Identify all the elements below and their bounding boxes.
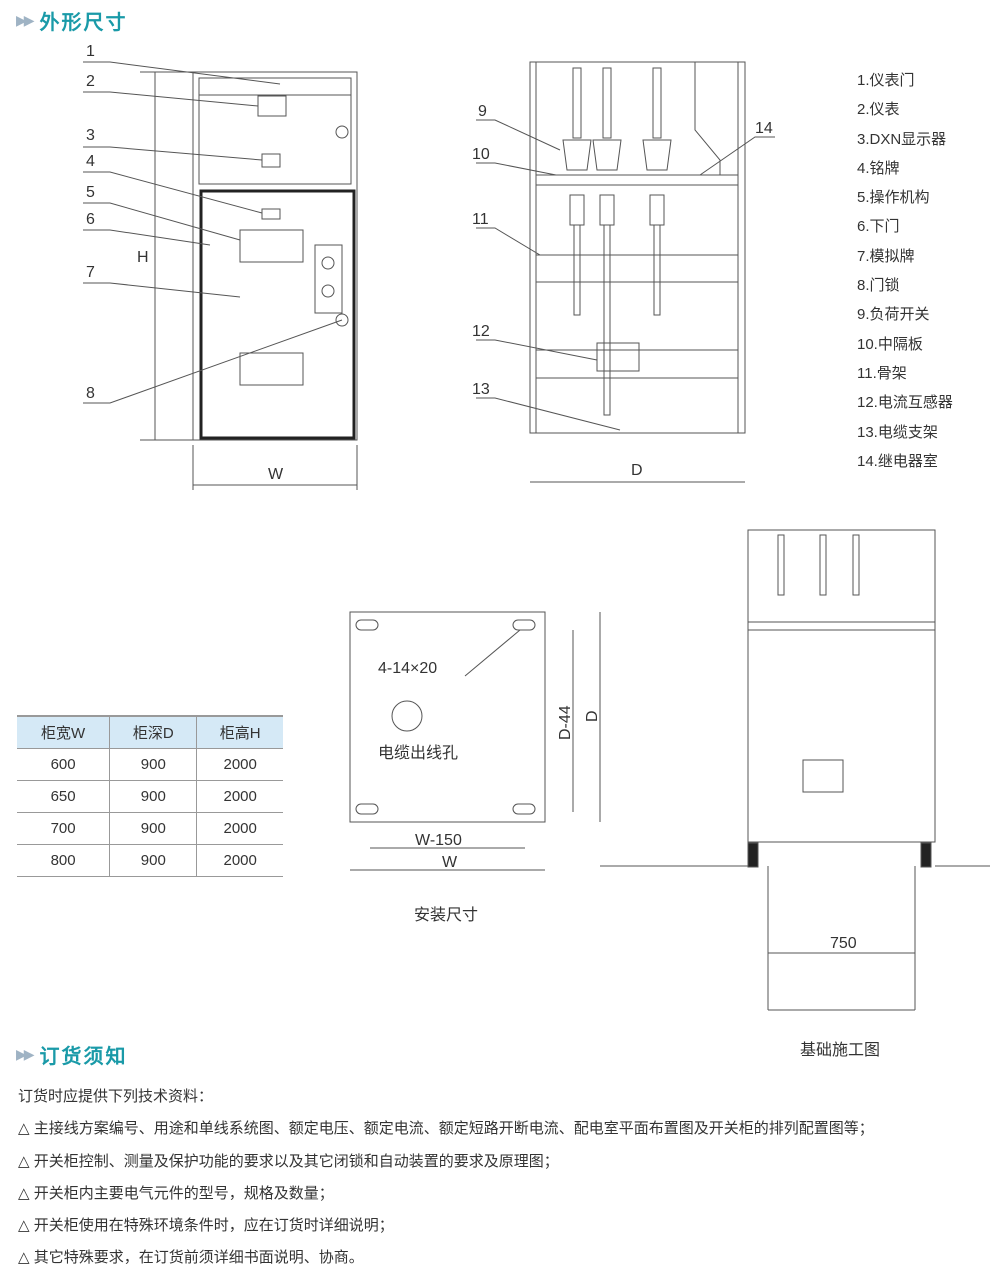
section-title: 外形尺寸 [39, 12, 128, 34]
section-heading-ordering: ▶▶ 订货须知 [16, 1040, 128, 1069]
note-line: 订货时应提供下列技术资料： [18, 1088, 214, 1105]
note-line: △ 其它特殊要求，在订货前须详细书面说明、协商。 [18, 1249, 364, 1267]
legend-item: 4.铭牌 [857, 159, 900, 177]
hole-spec: 4-14×20 [378, 660, 437, 677]
legend-item: 9.负荷开关 [857, 306, 930, 324]
technical-drawings: 1 2 3 4 5 6 7 8 H W 9 10 11 12 13 14 D 4… [83, 43, 990, 1011]
dim-d-mount: D [584, 710, 601, 722]
callout-6: 6 [86, 211, 95, 228]
cell: 900 [109, 844, 197, 877]
cell: 700 [17, 812, 110, 845]
col-header: 柜宽W [17, 715, 110, 749]
callout-14: 14 [755, 120, 773, 137]
cell: 2000 [196, 748, 283, 781]
note-line: △ 开关柜使用在特殊环境条件时，应在订货时详细说明； [18, 1217, 394, 1235]
callout-3: 3 [86, 127, 95, 144]
cell: 600 [17, 748, 110, 781]
callout-8: 8 [86, 385, 95, 402]
legend-item: 7.模拟牌 [857, 247, 915, 265]
note-line: △ 主接线方案编号、用途和单线系统图、额定电压、额定电流、额定短路开断电流、配电… [18, 1120, 874, 1138]
front-view-drawing [83, 61, 358, 490]
callout-7: 7 [86, 264, 95, 281]
callout-11: 11 [472, 211, 489, 228]
legend-item: 13.电缆支架 [857, 423, 938, 441]
callout-12: 12 [472, 323, 490, 340]
callout-1: 1 [86, 43, 95, 60]
side-view-drawing [476, 61, 775, 483]
callout-4: 4 [86, 153, 95, 170]
cell: 650 [17, 780, 110, 813]
legend-item: 1.仪表门 [857, 72, 915, 89]
col-header: 柜深D [109, 715, 197, 749]
legend-item: 8.门锁 [857, 277, 900, 295]
callout-10: 10 [472, 146, 490, 163]
legend-item: 12.电流互感器 [857, 394, 953, 412]
dim-h: H [137, 249, 149, 266]
legend-item: 2.仪表 [857, 101, 900, 119]
cell: 2000 [196, 780, 283, 813]
double-arrow-icon: ▶▶ [16, 12, 34, 28]
cell: 900 [109, 780, 197, 813]
col-header: 柜高H [196, 715, 283, 749]
cell: 800 [17, 844, 110, 877]
mounting-caption: 安装尺寸 [414, 907, 479, 924]
double-arrow-icon: ▶▶ [16, 1046, 34, 1062]
callout-9: 9 [478, 103, 487, 120]
dim-d: D [631, 462, 643, 479]
note-line: △ 开关柜内主要电气元件的型号，规格及数量； [18, 1184, 334, 1202]
dim-w-150: W-150 [415, 832, 462, 849]
legend-item: 5.操作机构 [857, 189, 930, 207]
legend-item: 6.下门 [857, 218, 900, 236]
section-title: 订货须知 [39, 1046, 128, 1068]
legend-item: 11.骨架 [857, 364, 907, 382]
cell: 2000 [196, 812, 283, 845]
cable-hole-label: 电缆出线孔 [378, 744, 458, 762]
dim-w: W [268, 466, 284, 483]
callout-2: 2 [86, 73, 95, 90]
mounting-plan-drawing [349, 611, 601, 871]
legend-item: 10.中隔板 [857, 335, 923, 353]
callout-13: 13 [472, 381, 490, 398]
cell: 2000 [196, 844, 283, 877]
callout-5: 5 [86, 184, 95, 201]
component-legend: 1.仪表门 2.仪表 3.DXN显示器 4.铭牌 5.操作机构 6.下门 7.模… [857, 70, 953, 480]
dim-w-mount: W [442, 854, 458, 871]
legend-item: 3.DXN显示器 [857, 130, 947, 148]
note-line: △ 开关柜控制、测量及保护功能的要求以及其它闭锁和自动装置的要求及原理图； [18, 1152, 559, 1170]
ordering-notes: 订货时应提供下列技术资料： △ 主接线方案编号、用途和单线系统图、额定电压、额定… [18, 1085, 874, 1279]
cell: 900 [109, 748, 197, 781]
legend-item: 14.继电器室 [857, 452, 938, 470]
cell: 900 [109, 812, 197, 845]
foundation-caption: 基础施工图 [800, 1042, 881, 1059]
dim-d-44: D-44 [557, 705, 574, 740]
foundation-drawing [600, 529, 990, 1011]
dim-750: 750 [830, 935, 857, 952]
section-heading-dimensions: ▶▶ 外形尺寸 [16, 6, 128, 35]
